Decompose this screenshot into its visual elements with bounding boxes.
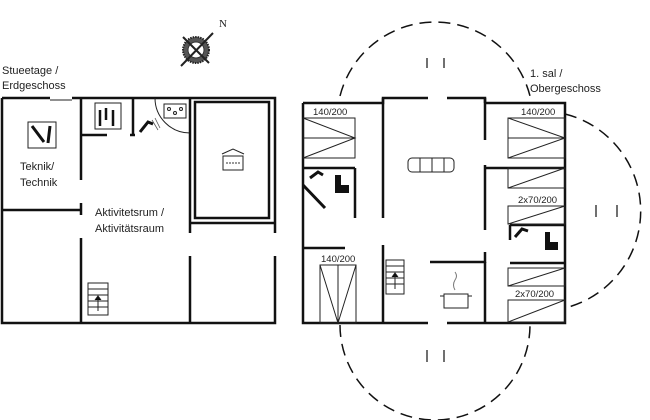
bed-icon [507, 267, 566, 287]
shower-icon [513, 227, 529, 238]
room-label-activity-line2: Aktivitätsraum [95, 223, 164, 235]
bed-size-label: 140/200 [313, 107, 347, 118]
bed-size-label: 2x70/200 [515, 289, 554, 300]
bed-icon [319, 264, 357, 325]
bed-size-label: 2x70/200 [518, 195, 557, 206]
toilet-icon [335, 175, 349, 193]
room-label-activity-line1: Aktivitetsrum / [95, 207, 165, 219]
upper-floor-title-line2: Obergeschoss [530, 83, 601, 95]
sauna-icon [94, 102, 122, 130]
bed-icon [507, 167, 566, 189]
upper-floor-plan [301, 21, 642, 420]
north-label: N [219, 18, 227, 30]
shower-icon [138, 117, 161, 133]
sofa-icon [407, 157, 455, 173]
bed-icon [507, 299, 566, 323]
stairs-icon [385, 259, 405, 295]
toilet-icon [545, 232, 558, 250]
bed-icon [507, 205, 566, 225]
bed-icon [302, 117, 357, 159]
stairs-icon [87, 282, 109, 316]
upper-floor-title-line1: 1. sal / [530, 68, 563, 80]
tools-icon [27, 121, 57, 149]
room-label-technik-line1: Teknik/ [20, 161, 55, 173]
pool-icon [221, 148, 245, 171]
ground-floor-plan [0, 96, 277, 325]
compass-rose-icon [180, 32, 214, 67]
room-label-technik-line2: Technik [20, 177, 58, 189]
hot-tub-icon [163, 103, 187, 119]
cooking-pot-icon [440, 271, 472, 309]
ground-floor-title-line1: Stueetage / [2, 65, 59, 77]
bed-size-label: 140/200 [521, 107, 555, 118]
ground-floor-title-line2: Erdgeschoss [2, 80, 66, 92]
bed-icon [507, 117, 567, 159]
bed-size-label: 140/200 [321, 254, 355, 265]
shower-icon [301, 170, 327, 210]
